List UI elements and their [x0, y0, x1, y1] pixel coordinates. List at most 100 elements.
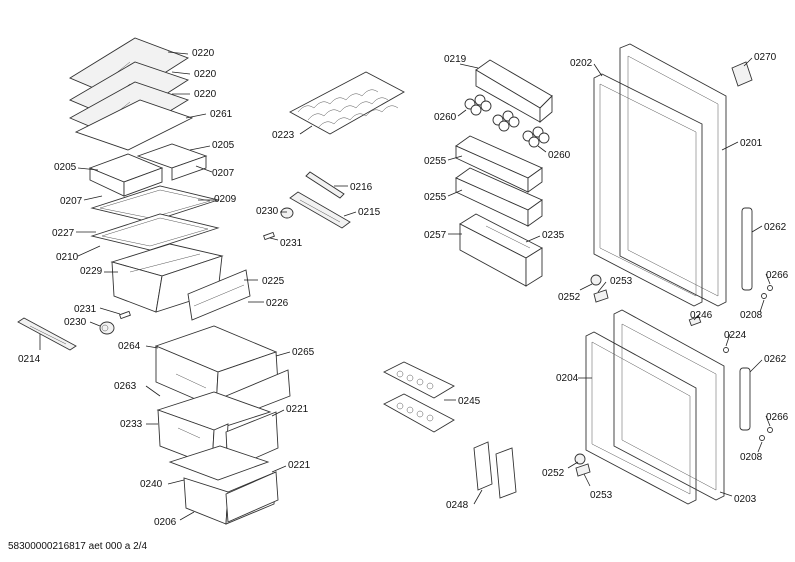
- screw-0208-a[interactable]: [761, 293, 767, 299]
- door-handle-0262-a[interactable]: [741, 207, 753, 291]
- label-0260-a: 0260: [434, 112, 457, 123]
- leader-lines: [39, 51, 771, 521]
- label-0235: 0235: [542, 230, 565, 241]
- label-0205-a: 0205: [212, 140, 235, 151]
- egg-tray-0260-b[interactable]: [492, 110, 520, 132]
- label-0207-b: 0207: [60, 196, 83, 207]
- part-0270[interactable]: [731, 61, 753, 87]
- label-0206: 0206: [154, 517, 177, 528]
- hinge-0253-b[interactable]: [575, 463, 591, 477]
- label-0226: 0226: [266, 298, 289, 309]
- label-0255-b: 0255: [424, 192, 447, 203]
- freezer-door-gasket-0204[interactable]: [585, 331, 697, 505]
- label-0252-b: 0252: [542, 468, 565, 479]
- label-0263: 0263: [114, 381, 137, 392]
- label-0264: 0264: [118, 341, 141, 352]
- screw-0208-b[interactable]: [759, 435, 765, 441]
- drawer-front-0221-b[interactable]: [225, 471, 279, 523]
- label-0208-a: 0208: [740, 310, 763, 321]
- label-0220-c: 0220: [194, 89, 217, 100]
- label-0215: 0215: [358, 207, 381, 218]
- label-0231-a: 0231: [74, 304, 97, 315]
- label-0248: 0248: [446, 500, 469, 511]
- pin-0231-middle[interactable]: [263, 231, 275, 241]
- fridge-door-gasket-0202[interactable]: [593, 73, 703, 307]
- label-0227: 0227: [52, 228, 75, 239]
- drawer-front-0225[interactable]: [187, 269, 251, 321]
- small-box-right[interactable]: [136, 143, 208, 181]
- door-shelf-0255-b[interactable]: [455, 167, 543, 227]
- ice-tray-0245-b[interactable]: [383, 393, 455, 433]
- label-0253-a: 0253: [610, 276, 633, 287]
- small-box-left[interactable]: [88, 153, 164, 197]
- door-handle-0262-b[interactable]: [739, 367, 751, 431]
- part-labels: 0220 0220 0220 0261 0205 0205 0207 0207 …: [18, 48, 789, 528]
- label-0201: 0201: [740, 138, 763, 149]
- label-0230-b: 0230: [256, 206, 279, 217]
- label-0262-b: 0262: [764, 354, 787, 365]
- label-0231-b: 0231: [280, 238, 303, 249]
- egg-shelf-0219[interactable]: [475, 59, 553, 123]
- label-0266-b: 0266: [766, 412, 789, 423]
- egg-tray-0260-c[interactable]: [522, 126, 550, 148]
- cold-pack-0248-a[interactable]: [473, 441, 493, 491]
- label-0219: 0219: [444, 54, 467, 65]
- label-0253-b: 0253: [590, 490, 613, 501]
- fridge-door-0201[interactable]: [619, 43, 727, 307]
- ice-tray-0245-a[interactable]: [383, 361, 455, 399]
- label-0265: 0265: [292, 347, 315, 358]
- bottle-shelf-0257[interactable]: [459, 213, 543, 287]
- label-0230-a: 0230: [64, 317, 87, 328]
- freezer-door-0203[interactable]: [613, 309, 725, 501]
- label-0240: 0240: [140, 479, 163, 490]
- label-0233: 0233: [120, 419, 143, 430]
- label-0224: 0224: [724, 330, 747, 341]
- label-0205-b: 0205: [54, 162, 77, 173]
- egg-tray-0260-a[interactable]: [464, 94, 492, 116]
- label-0223: 0223: [272, 130, 295, 141]
- roller-0230-middle[interactable]: [280, 207, 294, 219]
- door-shelf-0255-a[interactable]: [455, 135, 543, 193]
- label-0202: 0202: [570, 58, 593, 69]
- label-0204: 0204: [556, 373, 579, 384]
- rail-0215[interactable]: [289, 191, 351, 229]
- shelf-frame-0227[interactable]: [90, 213, 220, 251]
- ring-0266-b[interactable]: [767, 427, 773, 433]
- label-0270: 0270: [754, 52, 777, 63]
- label-0255-a: 0255: [424, 156, 447, 167]
- label-0221-b: 0221: [288, 460, 311, 471]
- cold-pack-0248-b[interactable]: [495, 447, 517, 499]
- label-0210: 0210: [56, 252, 79, 263]
- document-id-footer: 58300000216817 aet 000 a 2/4: [8, 541, 148, 552]
- label-0207-a: 0207: [212, 168, 235, 179]
- wine-rack-0223[interactable]: [289, 71, 405, 135]
- label-0214: 0214: [18, 354, 41, 365]
- screw-0224[interactable]: [723, 347, 729, 353]
- rail-0216[interactable]: [305, 171, 345, 199]
- rail-0214[interactable]: [17, 317, 77, 351]
- label-0257: 0257: [424, 230, 447, 241]
- label-0221-a: 0221: [286, 404, 309, 415]
- label-0252-a: 0252: [558, 292, 581, 303]
- label-0260-b: 0260: [548, 150, 571, 161]
- label-0203: 0203: [734, 494, 757, 505]
- hinge-0252-a[interactable]: [590, 274, 602, 286]
- glass-shelf-4[interactable]: [74, 99, 194, 151]
- hinge-0252-b[interactable]: [574, 453, 586, 465]
- label-0208-b: 0208: [740, 452, 763, 463]
- label-0209: 0209: [214, 194, 237, 205]
- crisper-drawer-0229[interactable]: [110, 243, 224, 313]
- ring-0266-a[interactable]: [767, 285, 773, 291]
- label-0225: 0225: [262, 276, 285, 287]
- label-0245: 0245: [458, 396, 481, 407]
- hinge-0253-a[interactable]: [593, 289, 609, 303]
- part-0246[interactable]: [688, 315, 702, 327]
- label-0261: 0261: [210, 109, 233, 120]
- label-0216: 0216: [350, 182, 373, 193]
- label-0220-b: 0220: [194, 69, 217, 80]
- pin-0231-left[interactable]: [119, 310, 131, 320]
- label-0229: 0229: [80, 266, 103, 277]
- shelf-frame-0209[interactable]: [90, 185, 220, 223]
- roller-0230-left[interactable]: [99, 321, 115, 335]
